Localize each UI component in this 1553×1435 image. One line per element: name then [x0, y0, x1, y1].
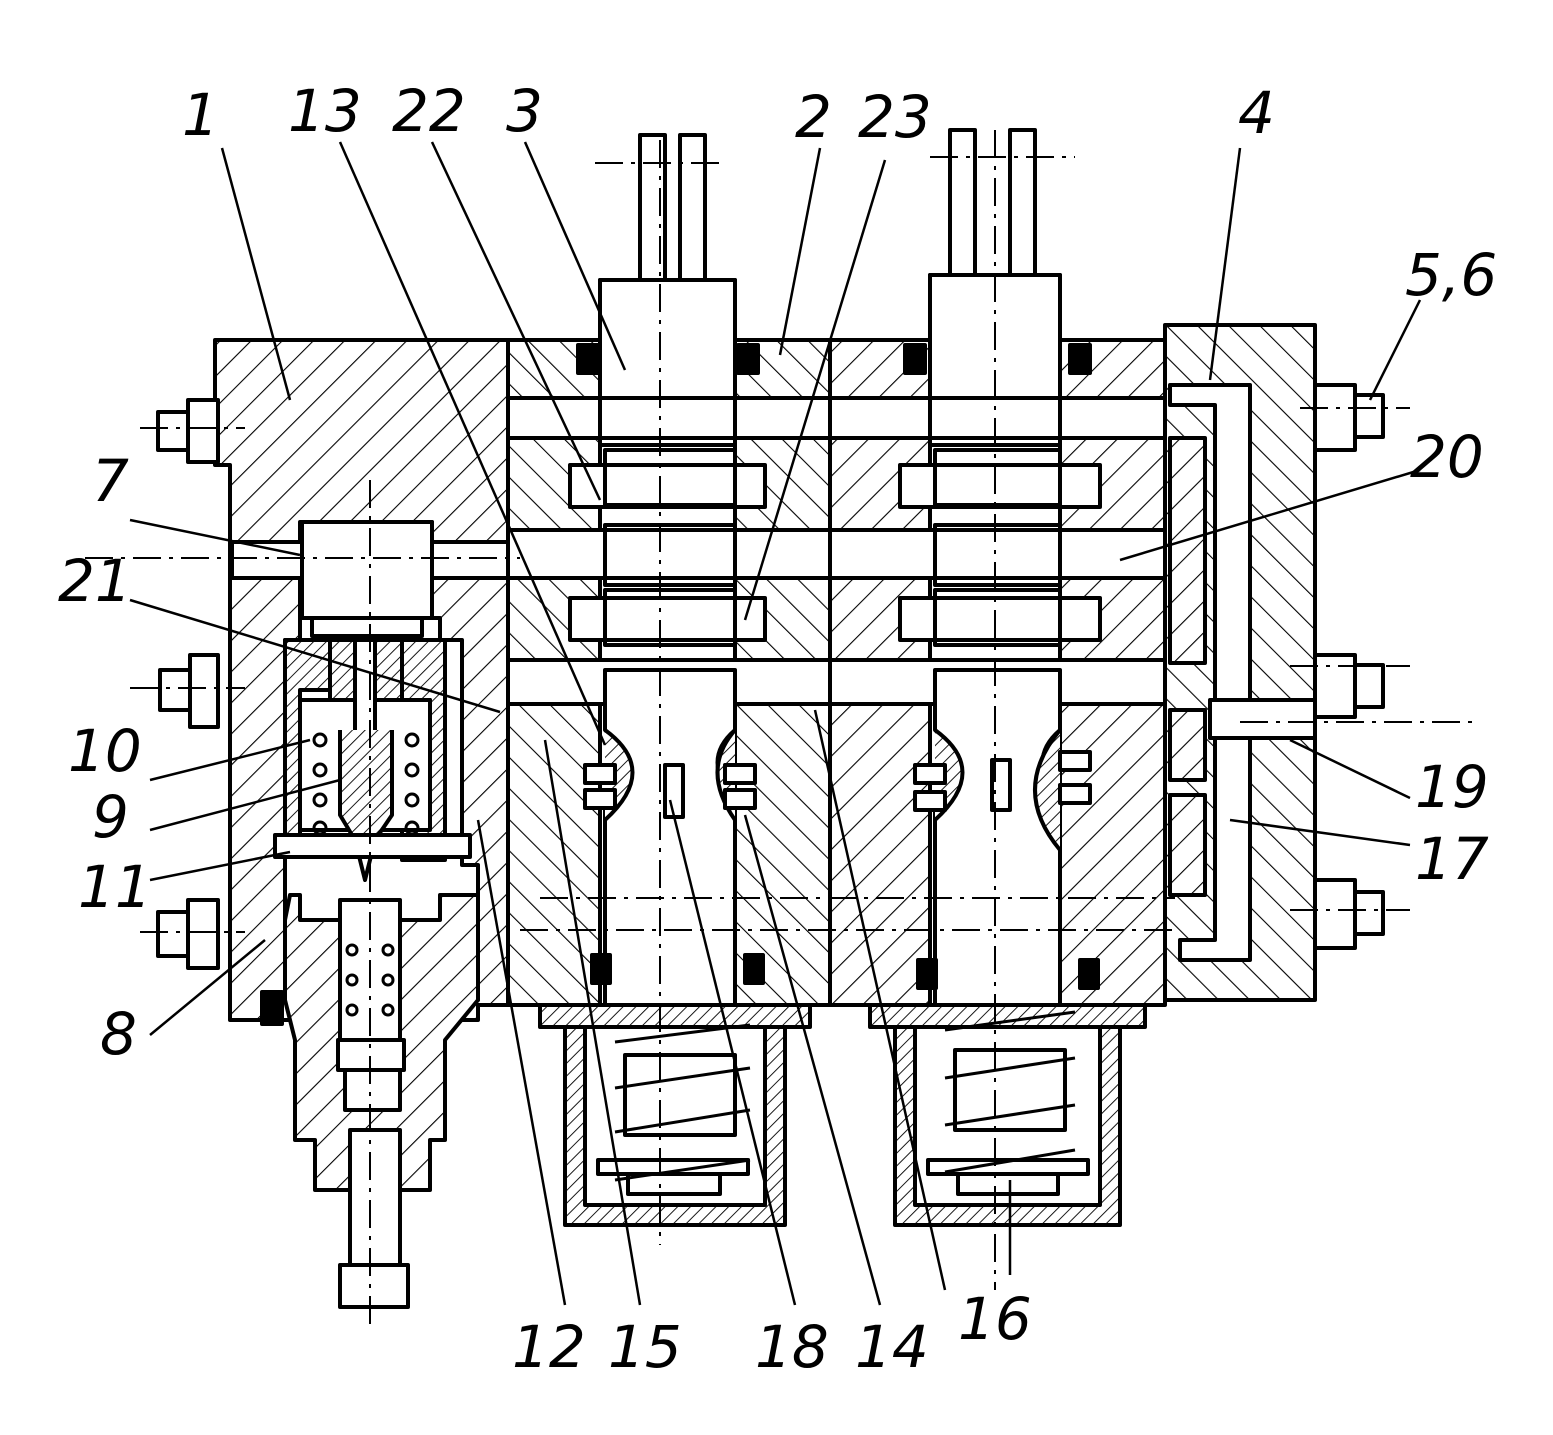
spring-cap-right — [870, 1005, 1145, 1225]
label-2: 2 — [795, 88, 832, 146]
label-1: 1 — [182, 86, 219, 144]
label-9: 9 — [92, 788, 129, 846]
label-4: 4 — [1238, 84, 1275, 142]
label-5-6: 5,6 — [1405, 246, 1497, 304]
label-3: 3 — [506, 82, 543, 140]
label-15: 15 — [608, 1318, 682, 1376]
section-block-right — [830, 130, 1165, 1005]
label-13: 13 — [288, 82, 362, 140]
label-10: 10 — [68, 722, 142, 780]
bolts-left — [158, 400, 218, 968]
spring-cap-left — [540, 1005, 810, 1225]
label-22: 22 — [392, 82, 466, 140]
end-block-right — [1165, 325, 1315, 1000]
label-19: 19 — [1415, 758, 1489, 816]
label-12: 12 — [512, 1318, 586, 1376]
label-14: 14 — [855, 1318, 929, 1376]
label-21: 21 — [58, 552, 132, 610]
section-block-left — [508, 135, 830, 1005]
label-23: 23 — [858, 88, 932, 146]
label-11: 11 — [78, 858, 152, 916]
label-8: 8 — [100, 1005, 137, 1063]
label-17: 17 — [1415, 830, 1489, 888]
label-16: 16 — [958, 1290, 1032, 1348]
label-18: 18 — [755, 1318, 829, 1376]
label-20: 20 — [1410, 428, 1484, 486]
label-7: 7 — [92, 452, 129, 510]
